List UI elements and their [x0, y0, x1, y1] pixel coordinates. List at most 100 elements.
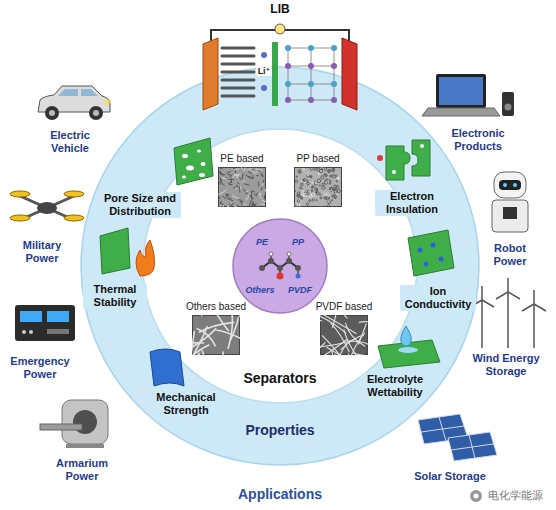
- watermark-icon: [470, 490, 482, 502]
- micrograph-texture: [265, 180, 266, 182]
- micrograph-texture: [228, 174, 232, 175]
- micrograph-texture: [310, 176, 312, 178]
- robot-icon-part: [503, 183, 507, 187]
- label-slot: Armarium Power: [49, 457, 115, 482]
- porous-sheet-icon-part-part: [201, 162, 206, 166]
- battery-illustration-part-part: [308, 63, 314, 69]
- micrograph-texture: [239, 315, 240, 317]
- micrograph-texture: [329, 182, 331, 184]
- ion-conduction-icon-part-part: [439, 257, 444, 262]
- laptop-icon-part: [436, 74, 486, 108]
- micrograph-texture: [234, 196, 239, 198]
- micrograph-texture: [334, 195, 336, 197]
- molecule-icon-part-part: [277, 265, 283, 271]
- micrograph-texture: [341, 181, 342, 183]
- micrograph-texture: [220, 170, 223, 175]
- label-slot: Electron Insulation: [375, 190, 449, 215]
- battery-illustration-part: [203, 38, 218, 110]
- property-label: Thermal Stability: [83, 283, 147, 308]
- micrograph-texture: [349, 341, 368, 352]
- micrograph-texture: [320, 194, 321, 195]
- laptop-icon-part: [422, 108, 500, 116]
- micrograph-texture: [258, 181, 260, 186]
- battery-illustration-part-part: [222, 63, 254, 66]
- insulation-icon-part: [420, 144, 424, 148]
- separator-circle-outline: [143, 129, 417, 403]
- solar-panel-icon-part: [451, 444, 493, 450]
- micrograph-texture: [249, 194, 254, 198]
- battery-illustration-part-part: [285, 45, 291, 51]
- porous-sheet-icon-part-part: [186, 166, 194, 171]
- battery-illustration-part-part: [334, 48, 335, 100]
- micrograph-texture: [353, 353, 368, 355]
- battery-illustration-part-part: [285, 63, 291, 69]
- micrograph-texture: [200, 315, 203, 316]
- label-slot: Electronic Products: [443, 127, 513, 152]
- micrograph-texture: [223, 177, 226, 179]
- watermark-icon-part: [474, 494, 479, 499]
- micrograph-texture: [324, 196, 326, 198]
- micrograph-texture: [303, 168, 305, 170]
- laptop-icon: [422, 74, 514, 116]
- drone-icon-part-part: [64, 191, 84, 197]
- label-slot: Thermal Stability: [83, 283, 147, 308]
- material-label: Others based: [186, 301, 246, 313]
- power-supply-icon-part: [29, 330, 33, 334]
- separator-circle: SeparatorsPE basedPP basedPEPPOthersPVDF…: [142, 128, 418, 404]
- micrograph-texture: [220, 177, 222, 182]
- micrograph-ground: [295, 167, 342, 206]
- micrograph-texture: [326, 196, 329, 199]
- micrograph-texture: [264, 195, 266, 200]
- micrograph-texture: [312, 182, 314, 184]
- micrograph-texture: [326, 197, 329, 200]
- micrograph-texture: [334, 189, 337, 192]
- micrograph-texture: [332, 168, 335, 171]
- micrograph-texture: [316, 199, 317, 200]
- micrograph-texture: [330, 190, 333, 193]
- car-icon-part: [81, 89, 98, 96]
- watermark-icon-part: [470, 490, 482, 502]
- micrograph-texture: [306, 203, 308, 205]
- micrograph-texture: [256, 175, 259, 176]
- micrograph-texture: [219, 194, 220, 198]
- micrograph-texture: [320, 339, 355, 347]
- micrograph-texture: [192, 331, 194, 355]
- polymer-circle-outline: [233, 219, 327, 313]
- micrograph-texture: [232, 174, 235, 178]
- car-icon: [38, 86, 110, 120]
- section-heading: Separators: [243, 370, 316, 386]
- micrograph-texture: [324, 180, 327, 183]
- porous-sheet-icon-part-part: [182, 154, 188, 158]
- micrograph-texture: [239, 177, 243, 179]
- laptop-icon-part: [439, 77, 483, 105]
- label-slot: Wind Energy Storage: [466, 352, 546, 377]
- micrograph-texture: [245, 175, 250, 179]
- micrograph-texture: [220, 201, 221, 205]
- molecule-icon-part: [269, 252, 273, 256]
- micrograph-texture: [218, 193, 222, 194]
- label-slot: LIB: [268, 3, 291, 17]
- micrograph-texture: [294, 204, 296, 206]
- application-label: Wind Energy Storage: [466, 352, 546, 377]
- micrograph-texture: [265, 189, 266, 192]
- wind-turbine-icon-part: [508, 292, 520, 299]
- micrograph-texture: [322, 183, 324, 185]
- battery-illustration-part: [261, 85, 267, 91]
- micrograph-texture: [216, 330, 240, 341]
- label-slot: Emergency Power: [7, 355, 73, 380]
- micrograph-texture: [307, 192, 310, 195]
- wind-turbine-icon-part: [533, 290, 535, 304]
- robot-icon-part: [494, 172, 526, 198]
- micrograph-texture: [336, 185, 339, 188]
- micrograph-texture: [309, 199, 311, 201]
- wettability-icon-part: [398, 347, 418, 353]
- battery-illustration-part-part: [308, 45, 314, 51]
- micrograph-texture: [318, 173, 320, 175]
- micrograph-texture: [320, 317, 322, 321]
- car-icon-part: [58, 89, 78, 96]
- wind-turbine-icon-part: [507, 292, 509, 348]
- micrograph-texture: [239, 186, 240, 192]
- micrograph-texture: [311, 186, 313, 188]
- micrograph-texture: [314, 168, 316, 170]
- battery-illustration-part-part: [308, 81, 314, 87]
